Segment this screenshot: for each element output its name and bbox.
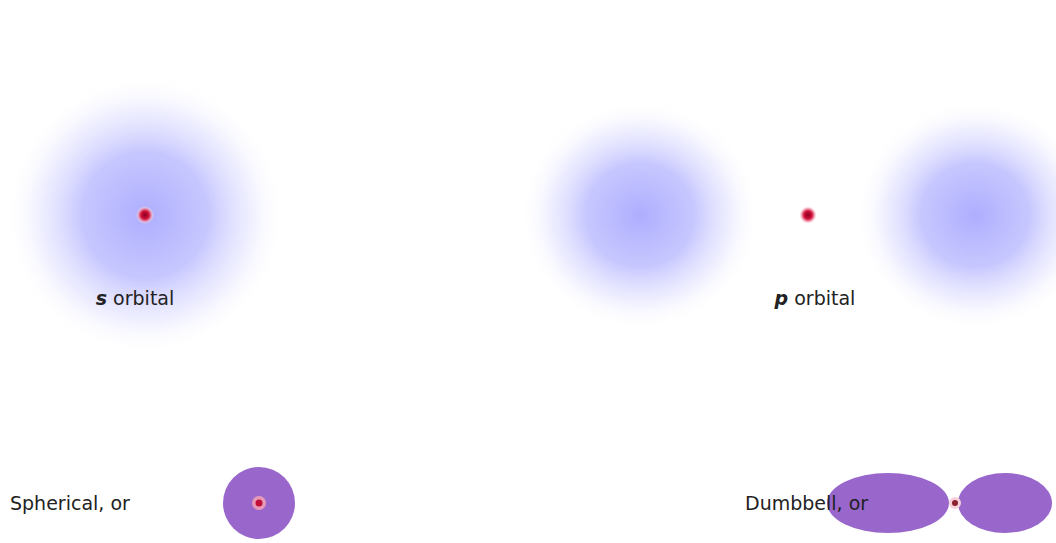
shape-description: Dumbbell, or [745, 492, 868, 515]
nucleus [256, 500, 263, 507]
nucleus [952, 500, 958, 506]
dumbbell-lobe [958, 473, 1052, 533]
sphere-shape [223, 467, 295, 539]
nucleus-halo [252, 496, 266, 510]
p-orbital-lobe [855, 100, 1056, 330]
p-orbital-lobe [520, 100, 760, 330]
nucleus [799, 206, 817, 224]
nucleus [136, 206, 154, 224]
s-orbital-cloud [5, 75, 285, 355]
orbital-name: p orbital [775, 287, 856, 310]
orbital-name: s orbital [96, 287, 175, 310]
shape-description: Spherical, or [10, 492, 130, 515]
nucleus-halo [949, 497, 961, 509]
